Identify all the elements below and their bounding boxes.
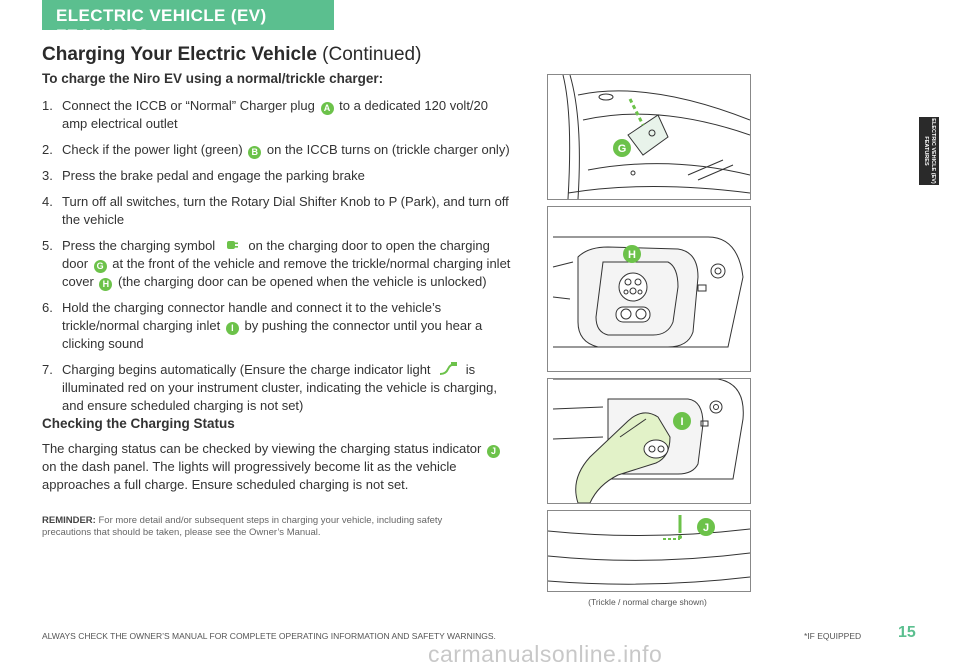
page-title-main: Charging Your Electric Vehicle <box>42 44 317 65</box>
step-text: to a dedicated 120 volt/20 amp electrica… <box>62 98 489 131</box>
callout-badge-h: H <box>99 278 113 291</box>
step-text: on the ICCB turns on (trickle charger on… <box>263 142 510 157</box>
step-text: on the charging door to open the chargin… <box>62 238 490 271</box>
step-number: 2. <box>42 142 53 157</box>
charging-steps-list: 1. Connect the ICCB or “Normal” Charger p… <box>42 97 512 423</box>
step-text: Connect the ICCB or “Normal” Charger plu… <box>62 98 319 113</box>
callout-badge-b: B <box>248 146 262 159</box>
callout-g-marker <box>613 139 631 157</box>
step-number: 3. <box>42 168 53 183</box>
side-section-tab: ELECTRIC VEHICLE (EV) FEATURES <box>919 117 939 185</box>
step-item: 4. Turn off all switches, turn the Rotary… <box>42 193 512 229</box>
footer-if-equipped: *IF EQUIPPED <box>804 631 862 641</box>
step-text: (the charging door can be opened when th… <box>114 274 487 289</box>
figure-caption: (Trickle / normal charge shown) <box>588 597 707 607</box>
section-header-tab: ELECTRIC VEHICLE (EV) FEATURES <box>42 0 334 45</box>
callout-g-label: G <box>618 143 627 155</box>
step-text: Press the brake pedal and engage the par… <box>62 168 365 183</box>
step-text: Check if the power light (green) <box>62 142 247 157</box>
step-number: 5. <box>42 238 53 253</box>
connector-illustration: I <box>552 379 744 503</box>
step-text: Press the charging symbol <box>62 238 219 253</box>
step-number: 7. <box>42 362 53 377</box>
figure-dash-indicator: J <box>547 510 751 592</box>
dash-indicator-illustration: J <box>548 515 750 585</box>
watermark: carmanualsonline.info <box>428 641 663 667</box>
callout-h-marker <box>623 245 641 263</box>
callout-j-marker <box>697 518 715 536</box>
step-item: 1. Connect the ICCB or “Normal” Charger p… <box>42 97 512 133</box>
step-text: Turn off all switches, turn the Rotary D… <box>62 194 509 227</box>
figure-charging-inlet: H <box>547 206 751 372</box>
page-number: 15 <box>898 624 916 641</box>
charging-plug-icon <box>226 241 238 249</box>
side-section-tab-label: ELECTRIC VEHICLE (EV) FEATURES <box>923 118 936 184</box>
page-title-continued: (Continued) <box>322 44 422 65</box>
callout-badge-j: J <box>486 445 500 458</box>
callout-i-label: I <box>680 416 683 428</box>
step-number: 4. <box>42 194 53 209</box>
figure-charging-door: G <box>547 74 751 200</box>
charge-indicator-icon <box>440 362 458 375</box>
charging-inlet-illustration: H <box>552 236 744 348</box>
reminder-label: REMINDER: <box>42 515 96 526</box>
callout-badge-i: I <box>225 322 239 335</box>
callout-badge-g: G <box>93 260 107 273</box>
step-text: at the front of the vehicle and remove t… <box>62 256 511 289</box>
step-text: is illuminated red on your instrument cl… <box>62 362 498 413</box>
callout-i-marker <box>673 412 691 430</box>
charging-status-paragraph: The charging status can be checked by vi… <box>42 440 512 494</box>
step-text: by pushing the connector until you hear … <box>62 318 483 351</box>
step-item: 7. Charging begins automatically (Ensure … <box>42 361 512 415</box>
footer-warning: ALWAYS CHECK THE OWNER’S MANUAL FOR COMP… <box>42 631 496 641</box>
step-item: 2. Check if the power light (green) B on … <box>42 141 512 159</box>
step-text: Charging begins automatically (Ensure th… <box>62 362 435 377</box>
reminder-note: REMINDER: For more detail and/or subsequ… <box>42 515 482 539</box>
figure-connector-plugged: I <box>547 378 751 504</box>
step-text: on the dash panel. The lights will progr… <box>42 459 457 492</box>
charging-door-illustration: G <box>562 75 750 199</box>
step-item: 3. Press the brake pedal and engage the p… <box>42 167 512 185</box>
step-item: 5. Press the charging symbol on the charg… <box>42 237 512 291</box>
step-text: The charging status can be checked by vi… <box>42 441 485 456</box>
callout-badge-a: A <box>320 102 334 115</box>
step-number: 6. <box>42 300 53 315</box>
step-number: 1. <box>42 98 53 113</box>
trickle-charger-heading: To charge the Niro EV using a normal/tri… <box>42 71 384 86</box>
step-text: Hold the charging connector handle and c… <box>62 300 442 333</box>
charging-status-heading: Checking the Charging Status <box>42 416 235 431</box>
section-header-label: ELECTRIC VEHICLE (EV) FEATURES <box>56 6 267 45</box>
reminder-text: For more detail and/or subsequent steps … <box>42 515 443 538</box>
callout-j-label: J <box>703 522 709 534</box>
callout-h-label: H <box>628 249 636 261</box>
page-title: Charging Your Electric Vehicle (Continue… <box>42 44 421 66</box>
step-item: 6. Hold the charging connector handle and… <box>42 299 512 353</box>
